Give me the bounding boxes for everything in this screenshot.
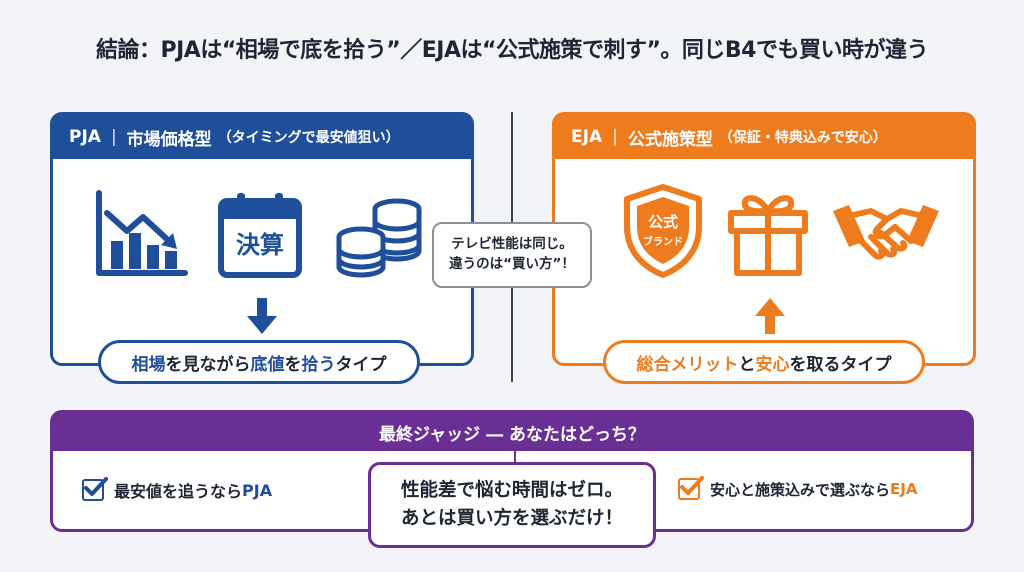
pja-pill-a: 相場 (131, 354, 166, 375)
center-bubble-line2: 違うのは“買い方”！ (449, 256, 575, 272)
eja-card-header: EJA | 公式施策型 （保証・特典込みで安心） (555, 115, 973, 159)
judge-left-highlight: PJA (242, 480, 273, 500)
eja-sub: （保証・特典込みで安心） (718, 130, 887, 146)
eja-pill-a: 総合メリット (636, 354, 739, 375)
eja-pill-c: 安心 (755, 354, 790, 375)
final-bubble-line2: あとは買い方を選ぶだけ！ (400, 508, 623, 529)
final-bubble-line1: 性能差で悩む時間はゼロ。 (400, 480, 623, 502)
eja-label: EJA (571, 127, 603, 147)
pja-pill-e: 拾う (301, 354, 336, 375)
pja-card: PJA | 市場価格型 （タイミングで最安値狙い） 決算 (50, 112, 474, 366)
arrow-down-icon (247, 298, 277, 334)
checkbox-icon (678, 476, 704, 500)
eja-pill-d: を取るタイプ (789, 354, 892, 375)
eja-type: 公式施策型 (627, 129, 713, 150)
center-bubble-line1: テレビ性能は同じ。 (451, 236, 573, 253)
arrow-up-icon (755, 298, 785, 334)
pja-label: PJA (69, 127, 101, 147)
judge-right-highlight: EJA (890, 480, 918, 498)
calendar-text: 決算 (236, 231, 284, 259)
gift-icon (728, 195, 808, 276)
judge-left-text: 最安値を追うなら (114, 482, 243, 501)
eja-card: EJA | 公式施策型 （保証・特典込みで安心） 公式 ブランド (552, 112, 976, 366)
pja-sep: | (110, 127, 117, 147)
eja-summary-pill: 総合メリット と 安心 を取るタイプ (603, 340, 925, 384)
shield-icon: 公式 ブランド (621, 183, 705, 279)
checkbox-icon (82, 477, 108, 501)
calendar-icon: 決算 (217, 191, 303, 279)
page-title: 結論：PJAは“相場で底を拾う”／EJAは“公式施策で刺す”。同じB4でも買い時… (96, 38, 929, 63)
pja-pill-c: 底値 (250, 354, 285, 375)
eja-sep: | (612, 127, 618, 147)
shield-line2: ブランド (643, 237, 683, 248)
judge-title: 最終ジャッジ ― あなたはどっち？ (53, 413, 971, 451)
bar-chart-down-icon (96, 190, 188, 276)
pja-sub: （タイミングで最安値狙い） (217, 130, 400, 146)
pja-type: 市場価格型 (126, 129, 212, 150)
judge-right-text: 安心と施策込みで選ぶなら (710, 480, 891, 499)
judge-option-pja: 最安値を追うなら PJA (82, 477, 273, 502)
pja-pill-b: を見ながら (165, 354, 251, 375)
pja-summary-pill: 相場 を見ながら 底値 を 拾う タイプ (98, 340, 420, 384)
handshake-icon (833, 205, 939, 260)
shield-line1: 公式 (647, 213, 678, 231)
judge-option-eja: 安心と施策込みで選ぶなら EJA (678, 476, 918, 500)
coins-icon (336, 198, 422, 278)
final-speech-bubble: 性能差で悩む時間はゼロ。 あとは買い方を選ぶだけ！ (368, 462, 656, 548)
center-speech-bubble: テレビ性能は同じ。 違うのは“買い方”！ (432, 222, 592, 288)
pja-pill-f: タイプ (335, 354, 387, 375)
pja-pill-d: を (284, 354, 302, 375)
eja-pill-b: と (738, 354, 756, 375)
pja-card-header: PJA | 市場価格型 （タイミングで最安値狙い） (53, 115, 471, 159)
